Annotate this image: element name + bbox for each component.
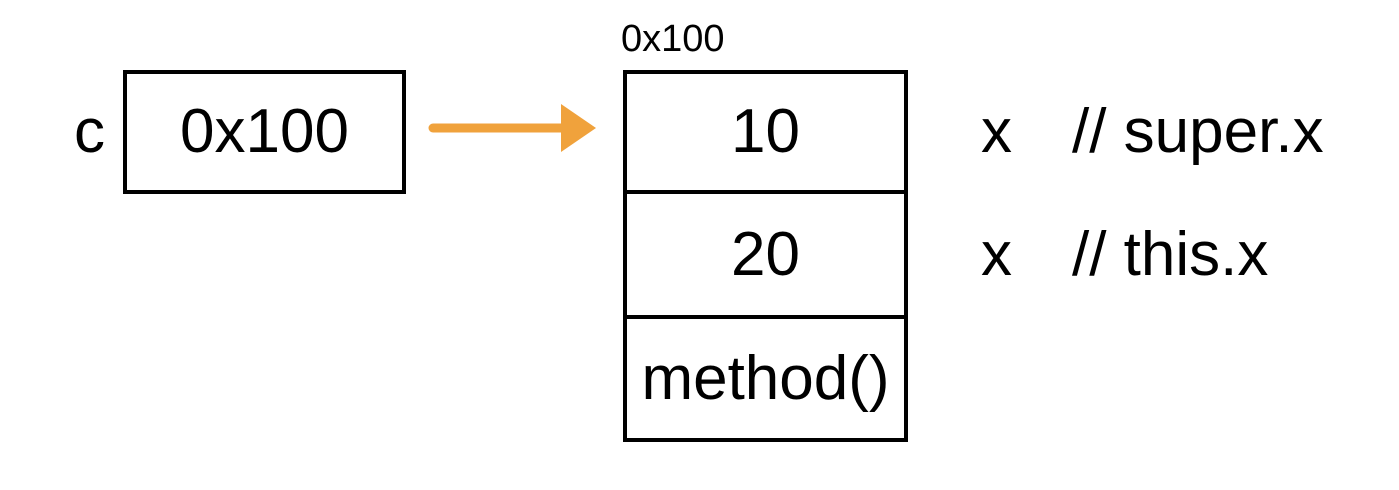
memory-block: 10 20 method() bbox=[623, 70, 908, 442]
field-name-label: x bbox=[981, 219, 1012, 289]
annotation-row-this-x: x // this.x bbox=[981, 194, 1268, 315]
variable-value: 0x100 bbox=[180, 97, 349, 166]
memory-cell-this-x: 20 bbox=[627, 194, 904, 319]
pointer-arrow-icon bbox=[428, 104, 596, 152]
variable-name-label: c bbox=[74, 97, 105, 166]
field-comment: // this.x bbox=[1072, 219, 1269, 289]
variable-box: 0x100 bbox=[123, 70, 406, 194]
memory-cell-method: method() bbox=[627, 319, 904, 438]
cell-value: method() bbox=[641, 343, 890, 413]
cell-value: 10 bbox=[731, 97, 800, 166]
arrow-head bbox=[561, 104, 596, 152]
address-label: 0x100 bbox=[621, 18, 725, 60]
field-comment: // super.x bbox=[1072, 97, 1324, 166]
memory-cell-super-x: 10 bbox=[627, 74, 904, 194]
cell-value: 20 bbox=[731, 219, 800, 289]
field-name-label: x bbox=[981, 97, 1012, 166]
annotation-row-super-x: x // super.x bbox=[981, 74, 1324, 190]
